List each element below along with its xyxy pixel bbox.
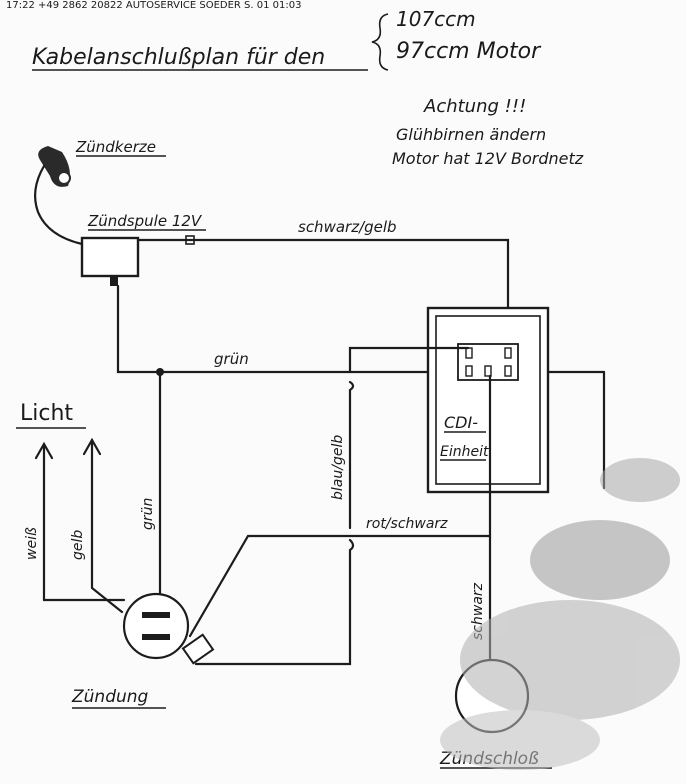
wire-yellow-label: gelb [70, 530, 86, 560]
cdi-connector-pins [465, 347, 512, 377]
light-arrows [34, 437, 126, 614]
title-brace [371, 13, 389, 71]
magneto-marking [142, 612, 170, 618]
title-option-107ccm: 107ccm [396, 7, 476, 31]
wire-ignition-return [194, 538, 355, 666]
fax-smudge [440, 458, 680, 770]
ignition-magneto-icon [122, 592, 190, 660]
light-label: Licht [20, 401, 73, 426]
wire-red-black [188, 534, 492, 638]
wire-blue-yellow-top [348, 346, 470, 374]
wire-blue-yellow-label: blau/gelb [330, 435, 346, 500]
arrow-up-icon [34, 441, 54, 460]
ignition-coil-label: Zündspule 12V [87, 212, 203, 230]
title-option-97ccm: 97ccm Motor [396, 39, 542, 64]
cdi-unit-inner [435, 315, 541, 485]
magneto-marking [142, 634, 170, 640]
wire-yellow [90, 438, 124, 614]
arrow-up-icon [82, 437, 102, 456]
ignition-label: Zündung [71, 687, 149, 707]
ignition-coil-terminal [110, 276, 118, 286]
spark-plug-label: Zündkerze [75, 138, 156, 156]
wire-red-black-label: rot/schwarz [366, 516, 448, 532]
wire-black-yellow-label: schwarz/gelb [298, 218, 397, 236]
pickup-coil-icon [181, 633, 215, 665]
spark-plug-cable [33, 164, 84, 246]
wire-white-label: weiß [24, 527, 40, 560]
notice-bulbs: Glühbirnen ändern [396, 125, 546, 144]
cdi-label-line2: Einheit [440, 444, 489, 460]
ignition-coil-box [80, 236, 140, 278]
cdi-label-line1: CDI- [444, 413, 478, 432]
spark-plug-icon [33, 146, 84, 246]
cdi-unit-outer [426, 306, 550, 494]
notice-12v: Motor hat 12V Bordnetz [392, 149, 584, 168]
diagram-title: Kabelanschlußplan für den [32, 45, 325, 70]
wire-blue-yellow [348, 380, 355, 530]
notice-attention: Achtung !!! [423, 96, 526, 117]
wire-green-label: grün [214, 350, 249, 368]
fax-header: 17:22 +49 2862 20822 AUTOSERVICE SOEDER … [6, 0, 301, 11]
wire-green-left-label: grün [140, 498, 156, 530]
